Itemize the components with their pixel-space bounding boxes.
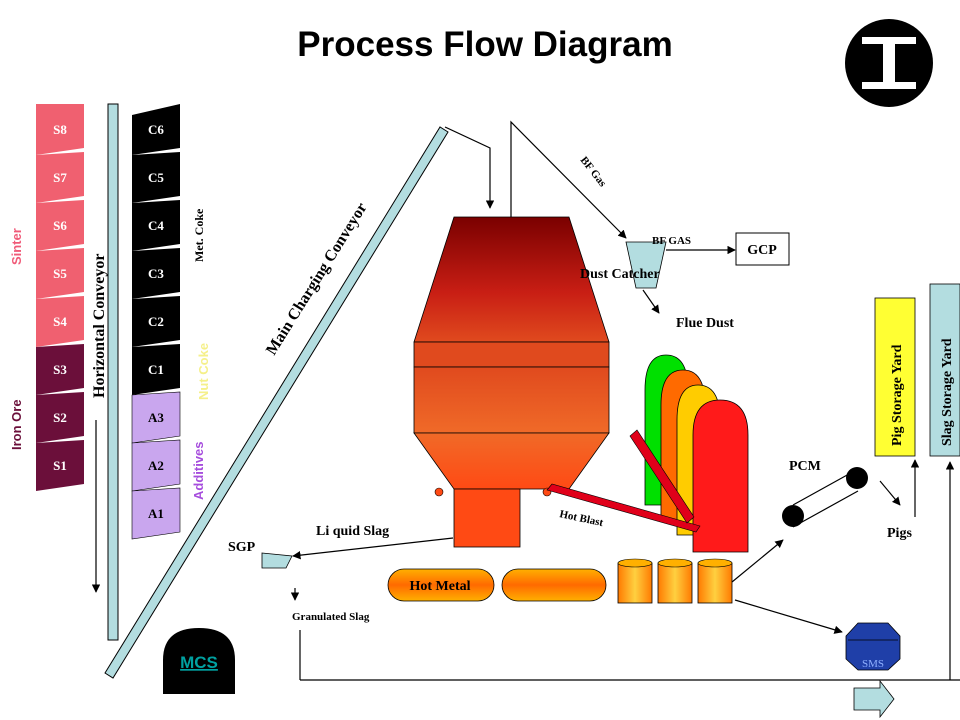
- mcs-label: MCS: [180, 653, 218, 672]
- c-a-bins: C6 C5 C4 C3 C2 C1 A3 A2: [131, 104, 181, 540]
- ladles: [617, 558, 733, 604]
- bin-label: C2: [148, 314, 164, 329]
- bin-label: S8: [53, 122, 67, 137]
- liquid-slag-label: Li quid Slag: [316, 524, 389, 539]
- bin-c4: C4: [132, 200, 180, 251]
- bin-label: S2: [53, 410, 67, 425]
- mcs-building: MCS: [163, 628, 235, 694]
- bin-c2: C2: [132, 296, 180, 347]
- sgp-unit: [261, 552, 293, 569]
- liquid-slag-arrow: [292, 537, 454, 560]
- bin-label: C5: [148, 170, 164, 185]
- bin-c5: C5: [132, 152, 180, 203]
- bin-label: A3: [148, 410, 164, 425]
- met-coke-label: Met. Coke: [192, 208, 206, 262]
- bin-label: S7: [53, 170, 67, 185]
- iron-ore-label: Iron Ore: [9, 399, 24, 450]
- granulated-slag-label: Granulated Slag: [292, 611, 370, 623]
- pig-storage-yard-label: Pig Storage Yard: [890, 344, 905, 446]
- pcm-label: PCM: [789, 459, 821, 474]
- dust-catcher: [625, 241, 667, 289]
- to-sms-arrow: [734, 599, 843, 634]
- bin-s7: S7: [36, 152, 84, 203]
- bin-label: S3: [53, 362, 67, 377]
- slag-storage-yard: Slag Storage Yard: [929, 283, 960, 457]
- bin-c1: C1: [132, 344, 180, 395]
- bf-gas-label: BF GAS: [652, 235, 691, 247]
- bin-s5: S5: [36, 248, 84, 299]
- bin-s1: S1: [36, 440, 84, 491]
- bin-c6: C6: [132, 104, 180, 155]
- pcm-machine: [782, 467, 868, 528]
- flue-dust-label: Flue Dust: [676, 316, 734, 331]
- additives-label: Additives: [191, 441, 206, 500]
- next-arrow-icon[interactable]: [853, 679, 895, 719]
- bin-label: C4: [148, 218, 164, 233]
- sms-label: SMS: [862, 658, 884, 670]
- page-title: Process Flow Diagram: [297, 25, 672, 64]
- hot-blast-stoves: [644, 354, 749, 553]
- gcp-box: GCP: [735, 232, 790, 266]
- bin-label: C1: [148, 362, 164, 377]
- bin-label: S6: [53, 218, 67, 233]
- hot-metal-car-2: [501, 568, 607, 602]
- gas-line: [510, 120, 627, 239]
- horizontal-conveyor: [107, 103, 119, 641]
- hot-metal-label: Hot Metal: [409, 579, 470, 594]
- bin-label: C3: [148, 266, 164, 281]
- hot-blast-pipe-diagonal: [629, 429, 695, 524]
- bin-a2: A2: [131, 439, 181, 492]
- hot-blast-label: Hot Blast: [558, 508, 604, 529]
- company-logo: [845, 19, 933, 107]
- nut-coke-label: Nut Coke: [196, 343, 211, 400]
- main-charging-conveyor: [104, 126, 449, 679]
- bin-a1: A1: [131, 487, 181, 540]
- horizontal-conveyor-label: Horizontal Conveyor: [91, 254, 108, 398]
- blast-furnace: [413, 216, 610, 548]
- pigs-label: Pigs: [887, 526, 912, 541]
- bin-a3: A3: [131, 391, 181, 444]
- bin-label: S4: [53, 314, 67, 329]
- bin-label: A1: [148, 506, 164, 521]
- bin-s2: S2: [36, 392, 84, 443]
- sms-vessel: SMS: [845, 622, 901, 671]
- hot-metal-car: Hot Metal: [387, 568, 495, 602]
- sgp-label: SGP: [228, 540, 256, 555]
- bin-label: A2: [148, 458, 164, 473]
- bin-label: S1: [53, 458, 67, 473]
- slag-storage-yard-label: Slag Storage Yard: [940, 338, 955, 446]
- flue-dust-arrow: [642, 289, 660, 314]
- bf-gas-diagonal-label: BF Gas: [578, 154, 609, 189]
- bin-label: S5: [53, 266, 67, 281]
- bin-s3: S3: [36, 344, 84, 395]
- bin-label: C6: [148, 122, 164, 137]
- bin-s8: S8: [36, 104, 84, 155]
- to-pcm-arrow: [731, 539, 784, 583]
- charge-arrow: [444, 126, 495, 209]
- hot-blast-pipe: [546, 483, 701, 533]
- dust-catcher-label: Dust Catcher: [580, 267, 660, 282]
- s-bins: S8 S7 S6 S5 S4 S3 S2 S1: [36, 104, 84, 491]
- sinter-label: Sinter: [9, 228, 24, 265]
- bin-s6: S6: [36, 200, 84, 251]
- pig-storage-yard: Pig Storage Yard: [874, 297, 916, 457]
- bin-s4: S4: [36, 296, 84, 347]
- bin-c3: C3: [132, 248, 180, 299]
- pcm-to-pigs-arrow: [879, 480, 901, 506]
- gcp-label: GCP: [747, 243, 777, 258]
